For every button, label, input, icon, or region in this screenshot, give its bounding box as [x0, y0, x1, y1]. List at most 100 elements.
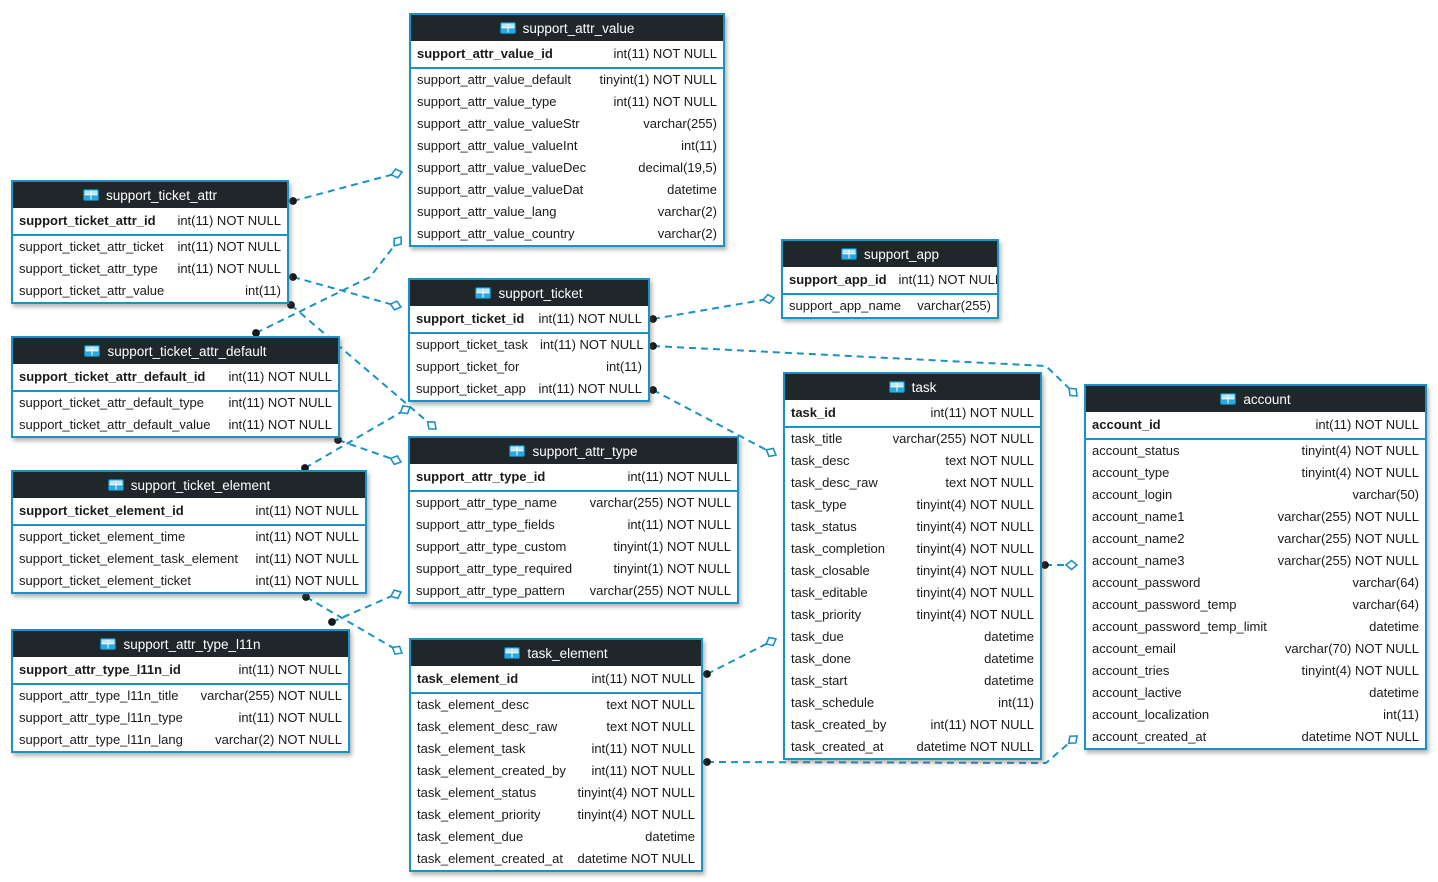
column-type: int(11) NOT NULL	[177, 213, 281, 228]
relationship-diamond-end	[389, 589, 403, 600]
column-type: int(11) NOT NULL	[591, 763, 695, 778]
relationship-diamond-end	[765, 447, 778, 458]
relationship-diamond-end	[761, 293, 776, 305]
column-name: support_attr_value_lang	[417, 204, 557, 219]
column-type: int(11)	[681, 138, 717, 153]
column-type: tinyint(4) NOT NULL	[916, 563, 1034, 578]
relationship-line-support_ticket_attr_default-support_attr_value	[255, 236, 402, 334]
table-header[interactable]: support_app	[783, 241, 997, 267]
column-name: task_element_due	[417, 829, 524, 844]
table-title: support_app	[863, 246, 940, 262]
table-header[interactable]: task	[785, 374, 1040, 400]
table-header[interactable]: task_element	[411, 640, 701, 666]
table-support_app[interactable]: support_app support_app_id int(11) NOT NUL…	[781, 239, 999, 319]
column-type: int(11) NOT NULL	[538, 311, 642, 326]
column-name: support_attr_value_type	[417, 94, 557, 109]
column-type: tinyint(4) NOT NULL	[577, 807, 695, 822]
table-header[interactable]: support_ticket	[410, 280, 648, 306]
relationship-dot-end	[703, 670, 711, 678]
table-title: account	[1243, 391, 1291, 407]
table-icon	[1220, 393, 1237, 405]
column-type: int(11)	[998, 695, 1034, 710]
column-type: int(11) NOT NULL	[238, 710, 342, 725]
column-type: int(11) NOT NULL	[238, 662, 342, 677]
column-type: varchar(255) NOT NULL	[1277, 553, 1419, 568]
table-header[interactable]: support_attr_type_l11n	[13, 631, 348, 657]
table-header[interactable]: support_attr_type	[410, 438, 737, 464]
column-type: int(11) NOT NULL	[613, 94, 717, 109]
relationship-diamond-end	[391, 645, 404, 656]
column-name: account_type	[1092, 465, 1170, 480]
table-support_ticket_attr_default[interactable]: support_ticket_attr_default support_ticke…	[11, 336, 340, 438]
column-type: int(11) NOT NULL	[613, 46, 717, 61]
column-type: tinyint(4) NOT NULL	[1301, 443, 1419, 458]
column-name: support_ticket_attr_type	[19, 261, 158, 276]
table-title: support_attr_value	[522, 20, 635, 36]
column-name: support_ticket_attr_default_id	[19, 369, 206, 384]
table-header[interactable]: support_ticket_element	[13, 472, 365, 498]
table-header[interactable]: support_attr_value	[411, 15, 723, 41]
column-type: text NOT NULL	[945, 475, 1034, 490]
column-name: support_app_id	[789, 272, 887, 287]
column-type: datetime	[645, 829, 695, 844]
column-type: int(11) NOT NULL	[898, 272, 997, 287]
column-name: support_attr_value_valueDec	[417, 160, 587, 175]
table-header[interactable]: support_ticket_attr_default	[13, 338, 338, 364]
column-type: varchar(2) NOT NULL	[215, 732, 342, 747]
column-type: datetime	[984, 629, 1034, 644]
column-name: support_ticket_element_task_element	[19, 551, 238, 566]
column-type: tinyint(1) NOT NULL	[613, 561, 731, 576]
table-icon	[499, 22, 516, 34]
relationship-diamond-end	[389, 454, 403, 466]
column-type: datetime NOT NULL	[916, 739, 1034, 754]
column-type: int(11) NOT NULL	[591, 671, 695, 686]
column-name: task_element_priority	[417, 807, 541, 822]
table-icon	[475, 287, 492, 299]
column-type: tinyint(4) NOT NULL	[916, 607, 1034, 622]
relationship-dot-end	[703, 758, 711, 766]
relationship-diamond-end	[1067, 735, 1078, 745]
column-type: tinyint(1) NOT NULL	[599, 72, 717, 87]
column-type: varchar(2)	[657, 226, 717, 241]
table-support_attr_type_l11n[interactable]: support_attr_type_l11n support_attr_type_…	[11, 629, 350, 753]
table-header[interactable]: support_ticket_attr	[13, 182, 287, 208]
column-name: task_type	[791, 497, 847, 512]
column-type: int(11) NOT NULL	[177, 261, 281, 276]
column-name: account_localization	[1092, 707, 1210, 722]
relationship-dot-end	[649, 342, 657, 350]
table-header[interactable]: account	[1086, 386, 1425, 412]
relationship-line-support_ticket-account	[652, 345, 1078, 397]
relationship-line-support_ticket_attr-support_ticket	[292, 276, 402, 308]
